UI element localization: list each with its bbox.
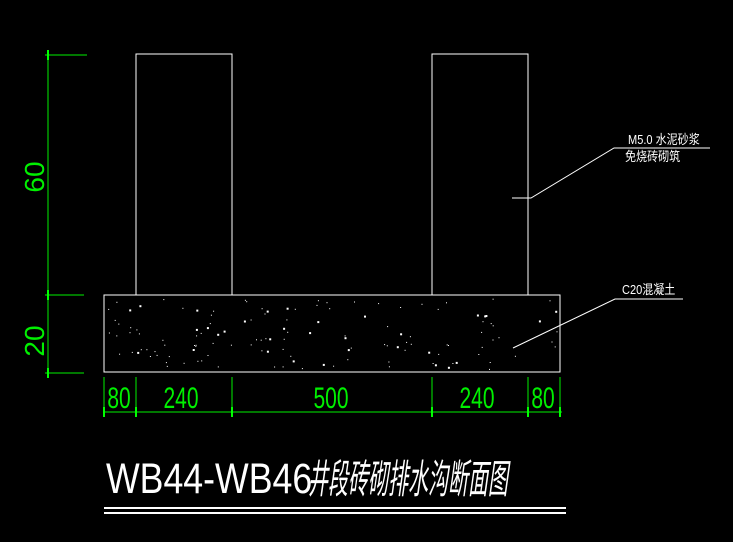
wall-material-label-line1: M5.0 水泥砂浆 [628,131,700,147]
wall-material-label-line2: 免烧砖砌筑 [625,148,680,164]
dim-label-240-right: 240 [459,383,494,415]
dim-label-500: 500 [313,383,348,415]
wall-leader-line [512,147,710,199]
wall-annotation-group: M5.0 水泥砂浆 免烧砖砌筑 [512,131,710,199]
dim-label-60: 60 [19,161,50,192]
vertical-dimension-group: 60 20 [19,50,87,378]
drawing-title-name: 井段砖砌排水沟断面图 [307,457,513,502]
base-leader-line [512,298,683,349]
dim-label-20: 20 [19,325,50,356]
bottom-dimension-group: 80 240 500 240 80 [103,377,562,417]
dim-label-240-left: 240 [163,383,198,415]
base-material-label: C20混凝土 [622,281,675,297]
drawing-title-group: WB44-WB46 井段砖砌排水沟断面图 [104,455,566,514]
concrete-stipple-texture [108,298,558,370]
drawing-title-code: WB44-WB46 [106,455,312,503]
base-annotation-group: C20混凝土 [512,281,683,349]
dim-label-80-left: 80 [107,383,130,415]
dim-label-80-right: 80 [531,383,554,415]
drainage-walls [135,53,529,296]
concrete-base [103,294,561,373]
concrete-base-outline [103,294,561,373]
left-wall-section [135,53,233,296]
right-wall-section [431,53,529,296]
